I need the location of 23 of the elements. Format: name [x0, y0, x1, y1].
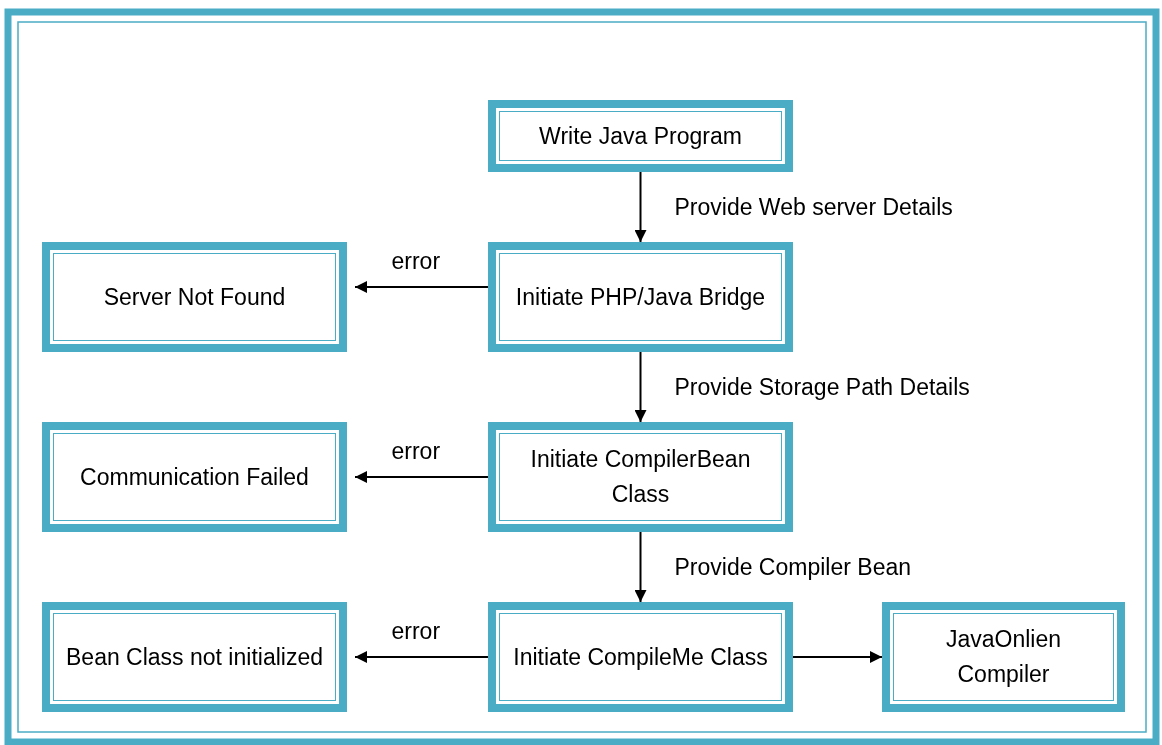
- arrow: [634, 531, 647, 603]
- arrow: [634, 351, 647, 423]
- arrow: [354, 471, 489, 483]
- process-box: [42, 602, 347, 712]
- process-box: [42, 422, 347, 532]
- node-label: JavaOnlien Compiler: [944, 625, 1063, 689]
- node-label: Initiate CompilerBean Class: [529, 445, 752, 509]
- process-box: [488, 422, 793, 532]
- process-box: [488, 602, 793, 712]
- arrow: [354, 651, 489, 663]
- node-label: Server Not Found: [102, 282, 287, 312]
- process-box: [488, 100, 793, 172]
- process-box: [488, 242, 793, 352]
- node-label: Bean Class not initialized: [65, 642, 324, 672]
- node-label: Write Java Program: [538, 121, 743, 151]
- node-label: Initiate CompileMe Class: [512, 642, 769, 672]
- arrow: [354, 281, 489, 293]
- node-label: Initiate PHP/Java Bridge: [514, 282, 767, 312]
- process-box: [42, 242, 347, 352]
- arrow: [792, 651, 883, 663]
- node-label: Communication Failed: [79, 462, 310, 492]
- process-box: [882, 602, 1125, 712]
- arrow: [634, 171, 647, 243]
